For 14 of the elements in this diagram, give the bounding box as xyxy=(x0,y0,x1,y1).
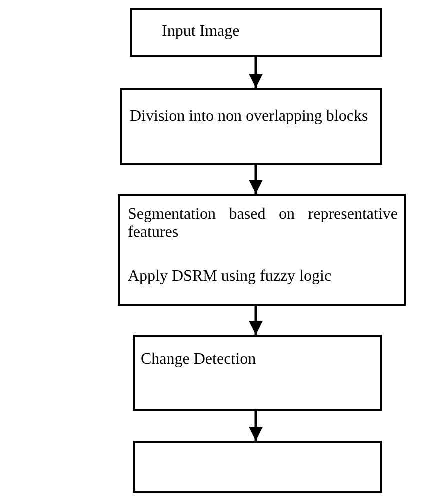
box-label: Division into non overlapping blocks xyxy=(130,108,370,126)
arrow xyxy=(249,306,263,335)
box-label: Apply DSRM using fuzzy logic xyxy=(128,268,333,286)
process-box xyxy=(130,8,382,57)
process-box xyxy=(120,88,382,165)
empty-box xyxy=(133,441,382,493)
box-label: Change Detection xyxy=(141,351,258,370)
box-label: Segmentation based on representative features xyxy=(128,206,398,243)
process-box xyxy=(133,335,382,411)
arrow xyxy=(249,165,263,194)
arrow xyxy=(249,57,263,88)
box-label: Input Image xyxy=(162,23,241,42)
arrow xyxy=(249,411,263,441)
process-box xyxy=(118,194,406,306)
